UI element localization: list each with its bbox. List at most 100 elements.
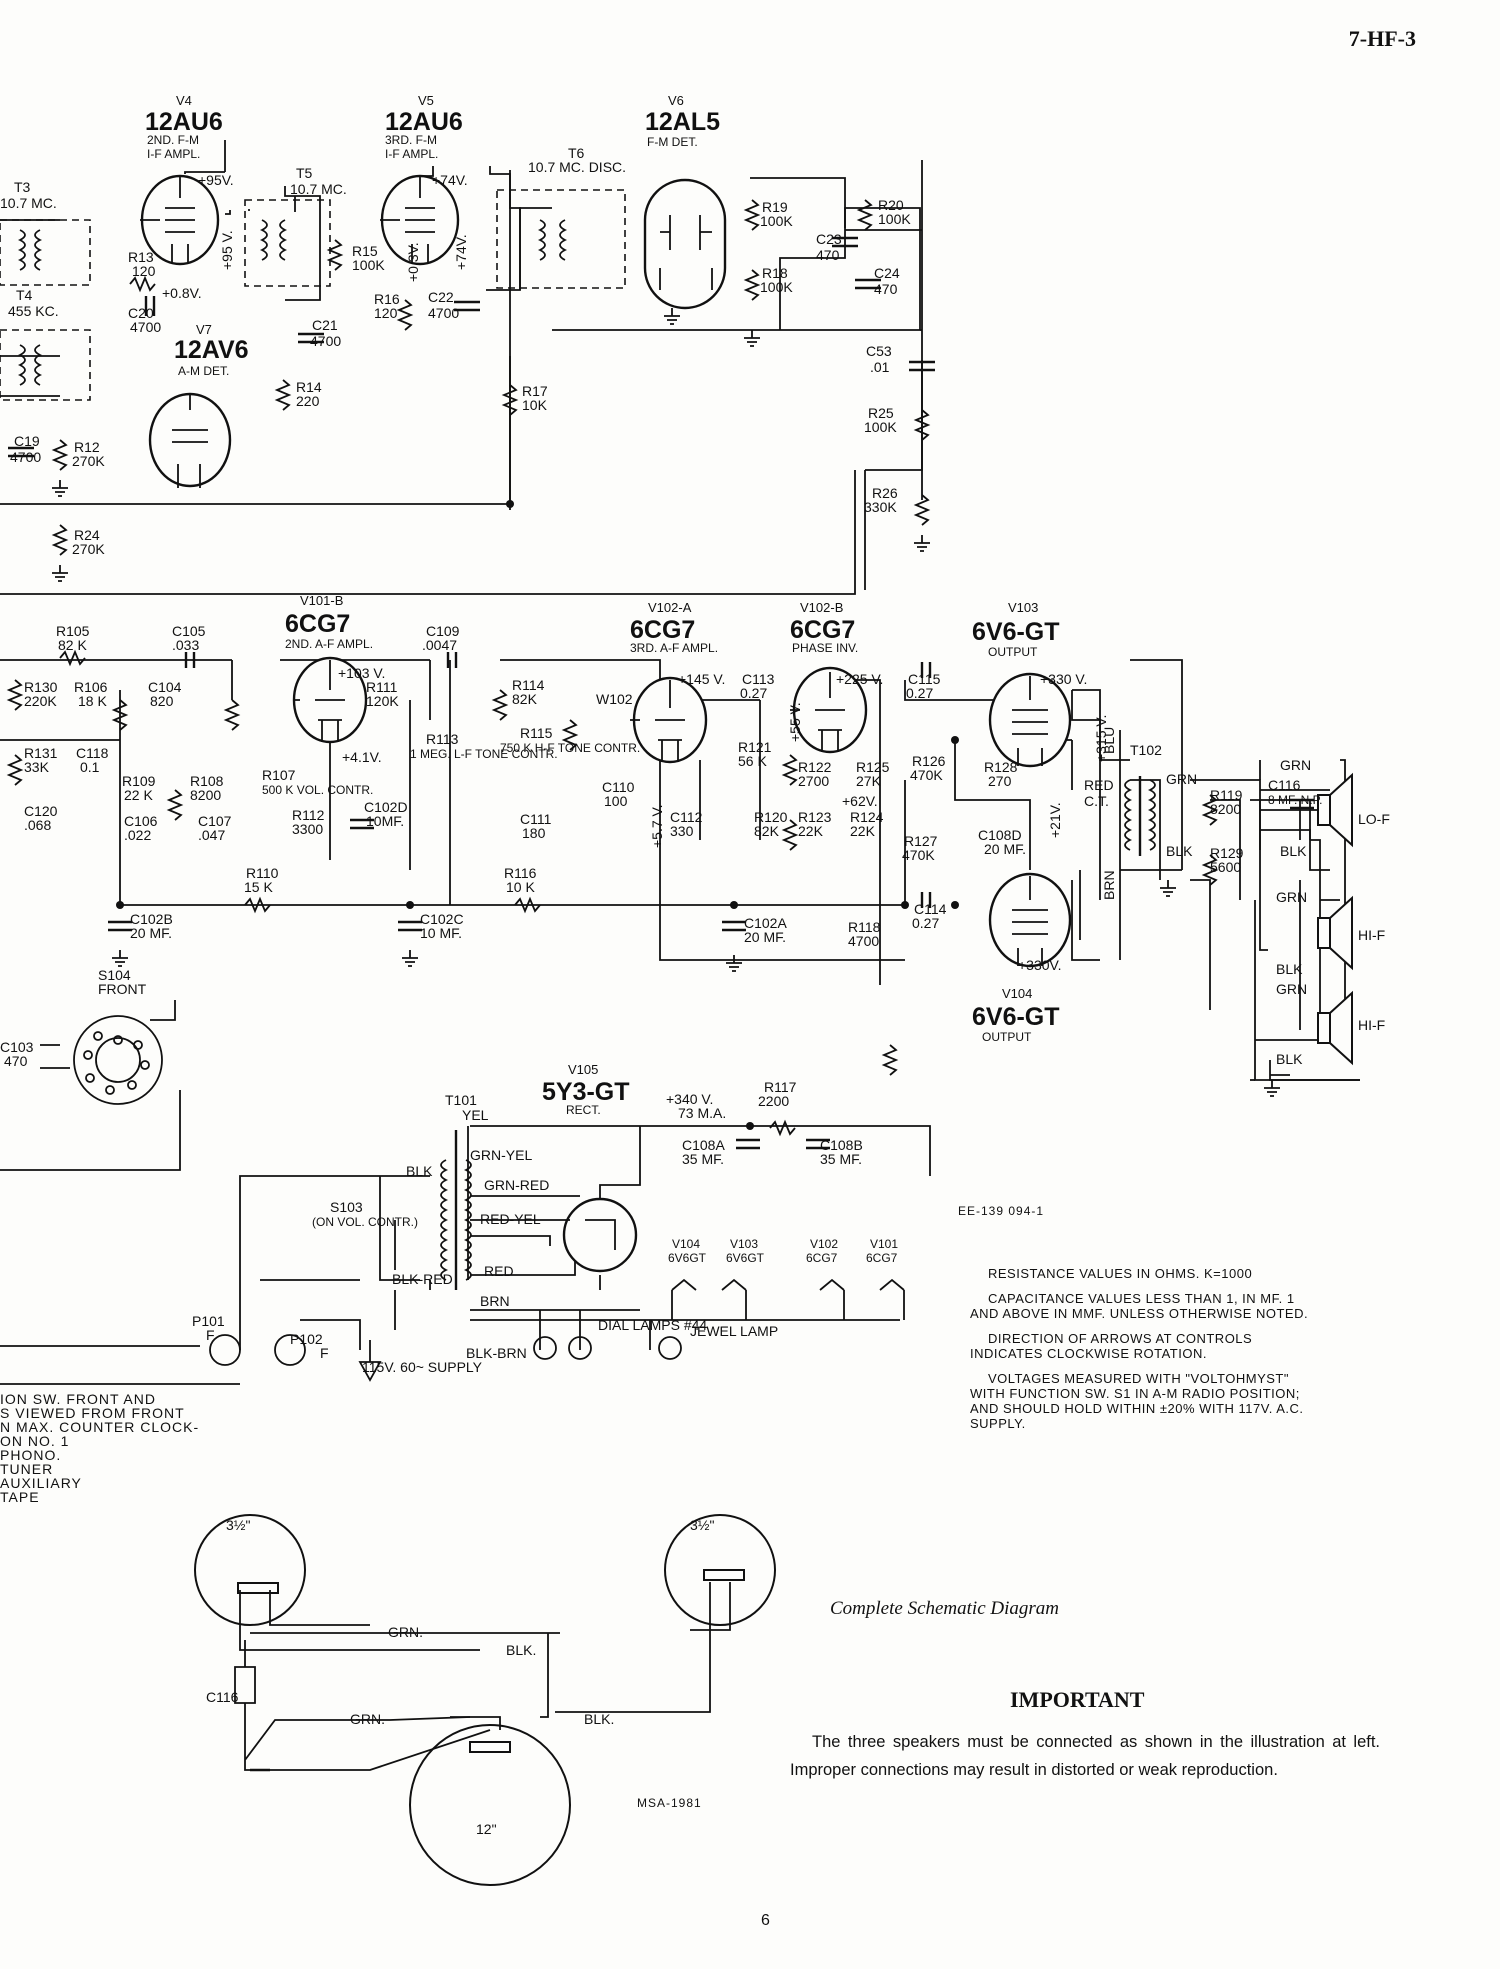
lo-f-grn-label: GRN (1280, 757, 1311, 773)
page-number: 6 (761, 1912, 770, 1929)
c24-ref: C24 (874, 265, 900, 281)
s103-label: S103 (330, 1199, 363, 1215)
r124-value: 22K (850, 823, 876, 839)
r24-value: 270K (72, 541, 105, 557)
c112-value: 330 (670, 823, 694, 839)
selector-note-line: AUXILIARY (0, 1475, 82, 1491)
r18-value: 100K (760, 279, 793, 295)
t101-grn-red-label: GRN-RED (484, 1177, 549, 1193)
c111-value: 180 (522, 825, 546, 841)
c106-value: .022 (124, 827, 151, 843)
v101b-cathode-voltage: +4.1V. (342, 749, 382, 765)
c109-value: .0047 (422, 637, 457, 653)
r18-ref: R18 (762, 265, 788, 281)
heater-v101-type: 6CG7 (866, 1251, 898, 1265)
v4-ref: V4 (176, 93, 192, 108)
c19-capacitor (8, 446, 34, 458)
r109-value: 22 K (124, 787, 153, 803)
c19-value: 4700 (10, 449, 41, 465)
t5-value: 10.7 MC. (290, 181, 347, 197)
c108b-value: 35 MF. (820, 1151, 862, 1167)
c102c-value: 10 MF. (420, 925, 462, 941)
v103-tube-envelope (988, 672, 1072, 768)
selector-switch-notes: ION SW. FRONT AND S VIEWED FROM FRONT N … (0, 1392, 199, 1504)
v5-func2: I-F AMPL. (385, 147, 438, 161)
v6-type: 12AL5 (645, 108, 720, 136)
selector-note-line: S VIEWED FROM FRONT (0, 1405, 185, 1421)
v4-cathode-voltage: +0.8V. (162, 285, 202, 301)
r20-value: 100K (878, 211, 911, 227)
c111-ref: C111 (520, 811, 552, 827)
r118-resistor (881, 1044, 899, 1076)
r15-value: 100K (352, 257, 385, 273)
brn-wire-label: BRN (1101, 870, 1117, 900)
r105-ref: R105 (56, 623, 90, 639)
c118-value: 0.1 (80, 759, 100, 775)
t101-primary-coil (440, 1159, 449, 1281)
c118-ref: C118 (76, 745, 109, 761)
t101-ref: T101 (445, 1092, 477, 1108)
hi-f-2-grn-label: GRN (1276, 981, 1307, 997)
r126-value: 470K (910, 767, 943, 783)
speaker-3-5-left (194, 1514, 306, 1626)
v103-func1: OUTPUT (988, 645, 1038, 659)
r125-value: 27K (856, 773, 882, 789)
r16-resistor (396, 299, 414, 331)
component-notes: RESISTANCE VALUES IN OHMS. K=1000 CAPACI… (970, 1266, 1315, 1441)
blu-wire-label: BLU (1101, 727, 1117, 754)
lo-f-speaker-symbol (1317, 772, 1353, 848)
r108-ref: R108 (190, 773, 224, 789)
r12-ref: R12 (74, 439, 100, 455)
r15-resistor (326, 239, 344, 271)
illus-grn-2: GRN. (350, 1711, 385, 1727)
t102-grn-label: GRN (1166, 771, 1197, 787)
c104-ref: C104 (148, 679, 182, 695)
t4-can (0, 329, 91, 401)
r120-ref: R120 (754, 809, 788, 825)
r24-resistor (51, 524, 69, 556)
c102c-ref: C102C (420, 911, 464, 927)
p102-f-label: F (320, 1345, 329, 1361)
c108b-ref: C108B (820, 1137, 863, 1153)
c114-value: 0.27 (912, 915, 939, 931)
r121-ref: R121 (738, 739, 772, 755)
note-voltages: VOLTAGES MEASURED WITH "VOLTOHMYST" WITH… (970, 1371, 1304, 1431)
important-body: The three speakers must be connected as … (790, 1733, 1380, 1779)
v104-ref: V104 (1002, 986, 1032, 1001)
t6-can (496, 189, 626, 289)
t3-can (0, 219, 91, 286)
c102d-ref: C102D (364, 799, 408, 815)
heater-v104-type: 6V6GT (668, 1251, 707, 1265)
hi-f-1-blk-label: BLK (1276, 961, 1303, 977)
t101-brn-label: BRN (480, 1293, 510, 1309)
r106-resistor (111, 699, 129, 731)
v7-func1: A-M DET. (178, 364, 229, 378)
r112-value: 3300 (292, 821, 323, 837)
r131-value: 33K (24, 759, 50, 775)
junction-voltage: +62V. (842, 793, 878, 809)
selector-note-line: PHONO. (0, 1447, 62, 1463)
v104-tube-envelope (988, 872, 1072, 968)
r24-ref: R24 (74, 527, 100, 543)
note-arrows: DIRECTION OF ARROWS AT CONTROLS INDICATE… (970, 1331, 1253, 1361)
r12-value: 270K (72, 453, 105, 469)
r110-resistor (244, 896, 271, 914)
v101b-plate-voltage: +103 V. (338, 665, 385, 681)
r19-value: 100K (760, 213, 793, 229)
r18-resistor (743, 269, 761, 301)
w102-label: W102 (596, 691, 633, 707)
v5-ref: V5 (418, 93, 434, 108)
r25-resistor (913, 409, 931, 441)
t5-can (244, 199, 331, 287)
r106-ref: R106 (74, 679, 108, 695)
v102a-cathode-voltage: +5.7 V. (649, 805, 665, 848)
audio-section (0, 500, 1360, 1150)
speaker-12 (409, 1724, 571, 1886)
v104-func1: OUTPUT (982, 1030, 1032, 1044)
r113-value: 1 MEG. L-F TONE CONTR. (410, 747, 558, 761)
r106-value: 18 K (78, 693, 107, 709)
p101-label: P101 (192, 1313, 225, 1329)
c102a-capacitor (722, 920, 746, 932)
heater-v103-type: 6V6GT (726, 1251, 765, 1265)
speaker-left-size: 3½" (226, 1517, 250, 1533)
